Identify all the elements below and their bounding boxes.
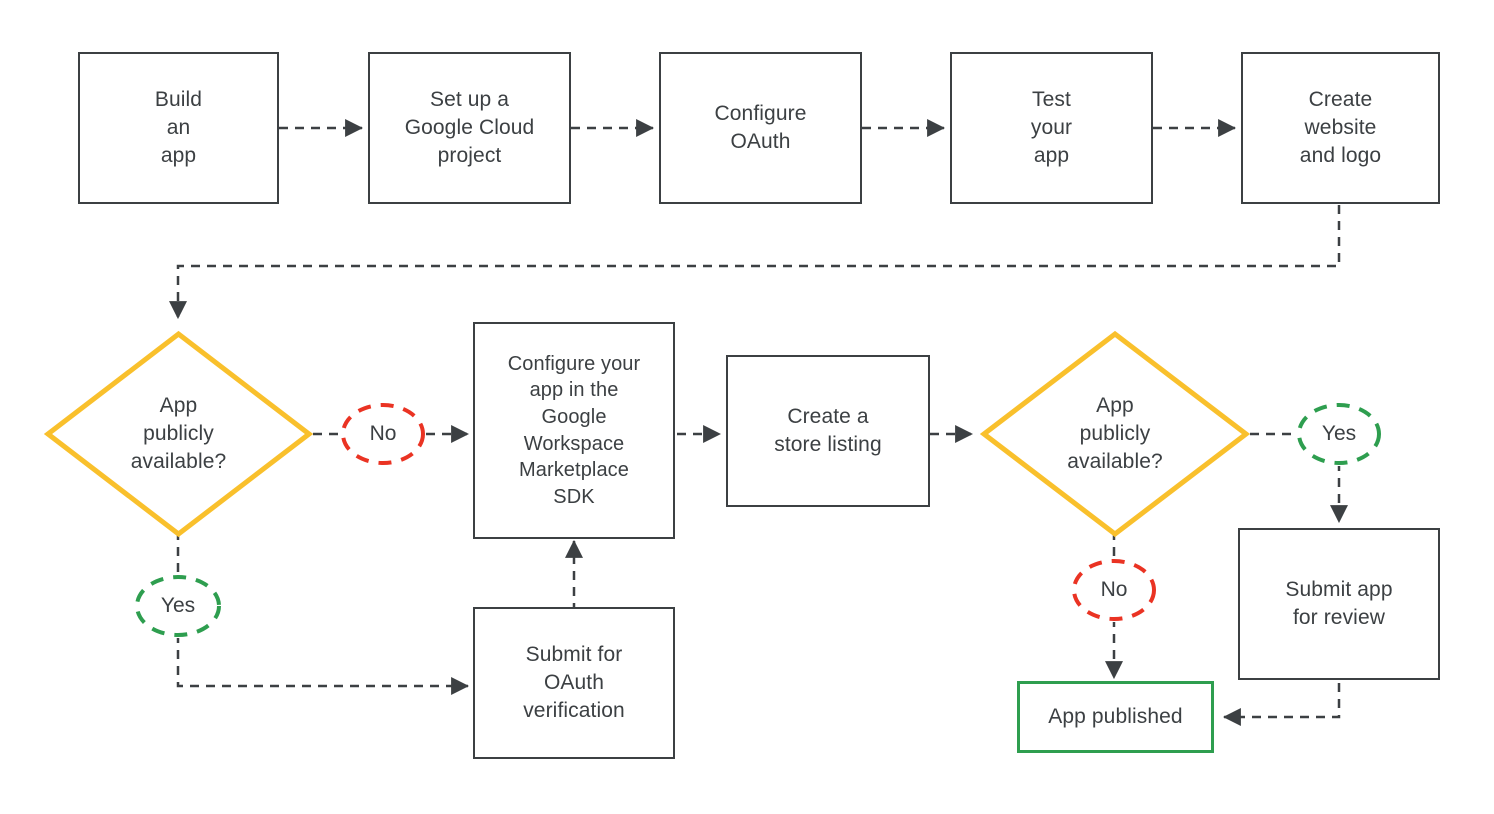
edge-website-to-decision-left — [169, 205, 1341, 320]
node-label: Build an app — [154, 88, 203, 167]
node-label: Test your app — [1030, 88, 1073, 167]
node-create-website-and-logo[interactable]: Create website and logo — [1241, 52, 1440, 204]
node-decision-app-publicly-available-left[interactable]: App publicly available? — [44, 330, 313, 538]
node-label: App publicly available? — [1067, 394, 1163, 473]
edge-yes-to-oauth-verify — [176, 634, 470, 695]
node-submit-for-oauth-verification[interactable]: Submit for OAuth verification — [473, 607, 675, 759]
node-label: Create website and logo — [1299, 88, 1382, 167]
node-label: App published — [1048, 705, 1183, 729]
no-pill-shape — [341, 403, 425, 465]
node-label: Configure OAuth — [714, 102, 807, 153]
edge-label-text: Yes — [1321, 422, 1357, 445]
node-label: Configure your app in the Google Workspa… — [507, 352, 641, 508]
node-test-your-app[interactable]: Test your app — [950, 52, 1153, 204]
node-submit-app-for-review[interactable]: Submit app for review — [1238, 528, 1440, 680]
node-label: App publicly available? — [130, 394, 227, 473]
node-decision-app-publicly-available-right[interactable]: App publicly available? — [980, 330, 1250, 538]
edge-submit-review-to-app-published — [1222, 683, 1341, 726]
node-label: Submit for OAuth verification — [523, 643, 625, 722]
node-configure-app-workspace-marketplace-sdk[interactable]: Configure your app in the Google Workspa… — [473, 322, 675, 539]
node-app-published[interactable]: App published — [1017, 681, 1214, 753]
edge-label-yes-left: Yes — [134, 574, 222, 638]
edge-label-no-left: No — [340, 402, 426, 466]
edge-label-text: No — [369, 422, 397, 445]
node-configure-oauth[interactable]: Configure OAuth — [659, 52, 862, 204]
edge-label-text: Yes — [160, 594, 196, 617]
edge-label-yes-right: Yes — [1296, 402, 1382, 466]
node-build-an-app[interactable]: Build an app — [78, 52, 279, 204]
node-label: Set up a Google Cloud project — [404, 88, 535, 167]
edge-label-no-right: No — [1071, 558, 1157, 622]
node-label: Create a store listing — [774, 405, 882, 456]
node-create-store-listing[interactable]: Create a store listing — [726, 355, 930, 507]
edge-label-text: No — [1100, 578, 1128, 601]
node-label: Submit app for review — [1285, 578, 1393, 629]
node-set-up-google-cloud-project[interactable]: Set up a Google Cloud project — [368, 52, 571, 204]
